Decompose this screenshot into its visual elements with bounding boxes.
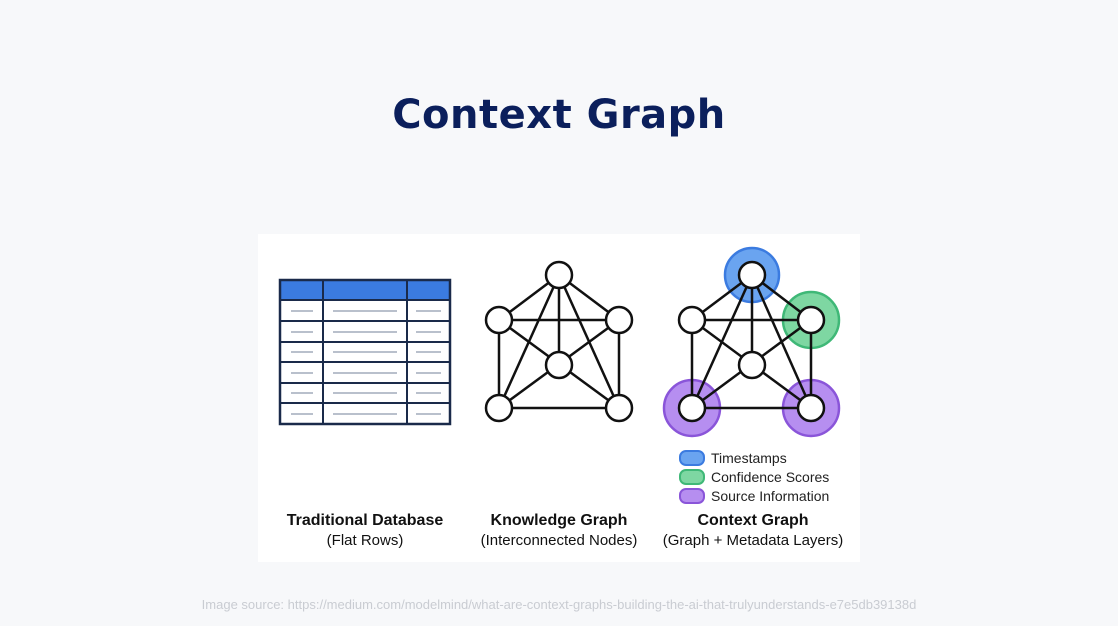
caption-title: Context Graph <box>697 512 809 529</box>
legend-label: Source Information <box>711 487 830 504</box>
caption-subtitle: (Flat Rows) <box>326 532 404 549</box>
legend-item: Timestamps <box>679 448 829 467</box>
caption-subtitle: (Graph + Metadata Layers) <box>662 532 844 549</box>
image-source-note: Image source: https://medium.com/modelmi… <box>201 597 917 612</box>
timestamp-swatch <box>679 449 705 466</box>
metadata-legend: Timestamps Confidence Scores Source Info… <box>679 448 829 505</box>
comparison-diagram <box>278 246 841 438</box>
database-caption: Traditional Database (Flat Rows) <box>265 511 465 551</box>
context-graph-icon <box>662 246 841 438</box>
legend-item: Source Information <box>679 486 829 505</box>
legend-item: Confidence Scores <box>679 467 829 486</box>
source-swatch <box>679 487 705 504</box>
page-title: Context Graph <box>392 92 726 138</box>
context-graph-caption: Context Graph (Graph + Metadata Layers) <box>653 511 853 551</box>
database-table-icon <box>278 278 452 426</box>
knowledge-graph-caption: Knowledge Graph (Interconnected Nodes) <box>459 511 659 551</box>
caption-title: Knowledge Graph <box>490 512 628 529</box>
legend-label: Timestamps <box>711 449 787 466</box>
knowledge-graph-icon <box>484 260 634 423</box>
comparison-figure: Timestamps Confidence Scores Source Info… <box>258 234 860 562</box>
legend-label: Confidence Scores <box>711 468 830 485</box>
confidence-swatch <box>679 468 705 485</box>
caption-title: Traditional Database <box>286 512 444 529</box>
caption-subtitle: (Interconnected Nodes) <box>480 532 638 549</box>
